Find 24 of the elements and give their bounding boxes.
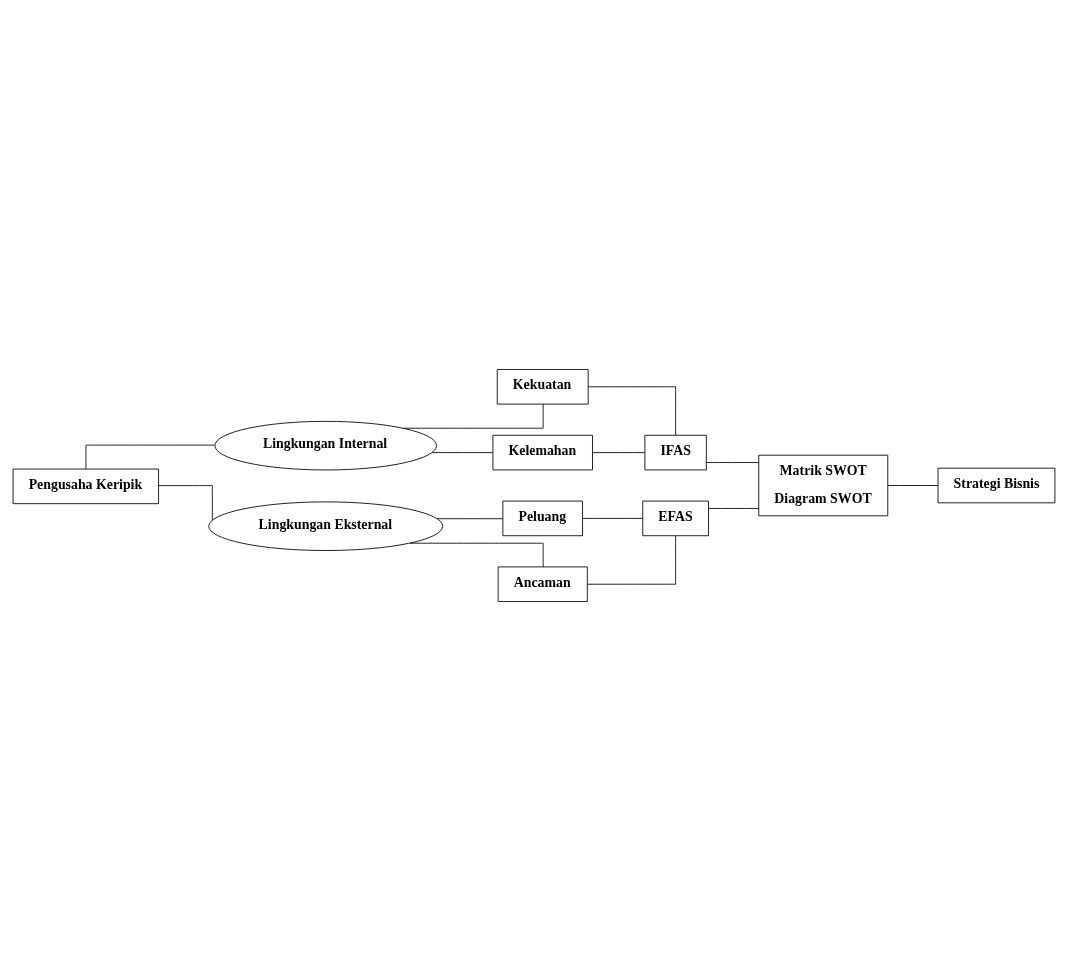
connector <box>409 542 544 567</box>
node-box: Strategi Bisnis <box>937 467 1056 503</box>
node-box: Pengusaha Keripik <box>12 468 159 504</box>
node-box: Peluang <box>502 500 583 536</box>
node-box: Kelemahan <box>492 434 593 470</box>
node-ellipse: Lingkungan Internal <box>214 420 437 470</box>
connector <box>436 517 504 519</box>
node-box: IFAS <box>644 434 707 470</box>
node-box: Matrik SWOT Diagram SWOT <box>758 454 889 516</box>
connector <box>158 484 213 520</box>
connector <box>431 451 494 453</box>
connector <box>582 517 644 519</box>
connector <box>708 507 759 509</box>
node-box: Ancaman <box>497 565 588 602</box>
connector <box>592 451 646 453</box>
node-ellipse: Lingkungan Eksternal <box>208 500 444 551</box>
node-box: Kekuatan <box>496 368 589 405</box>
connector <box>588 385 677 435</box>
connector <box>887 484 939 486</box>
connector <box>403 403 544 429</box>
node-box: EFAS <box>642 500 709 536</box>
connector <box>85 444 216 469</box>
connector <box>586 535 677 585</box>
connector <box>706 461 760 463</box>
